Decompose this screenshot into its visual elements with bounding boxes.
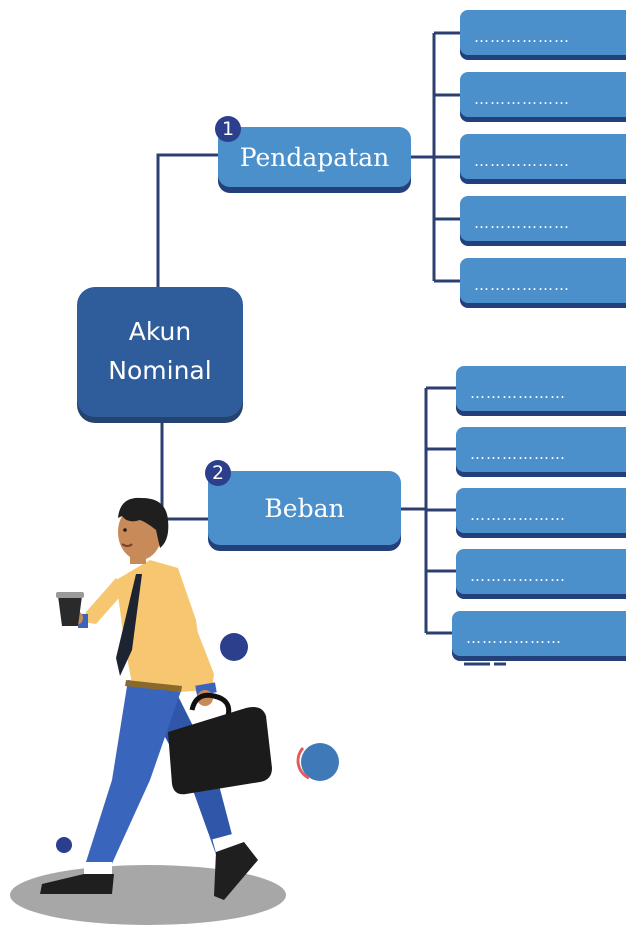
leaf-placeholder: ……………… [456, 549, 626, 594]
root-label-line1: Akun [128, 317, 192, 347]
leaf-placeholder: ……………… [460, 10, 626, 55]
leaf-placeholder: ……………… [460, 134, 626, 179]
branch-node-beban: Beban [208, 471, 401, 545]
decor-dot [301, 743, 339, 781]
number-badge: 2 [205, 460, 231, 486]
root-node-akun-nominal: Akun Nominal [77, 287, 243, 417]
root-label-line2: Nominal [108, 356, 212, 385]
shoe [214, 842, 258, 900]
branch-label: Pendapatan [239, 142, 390, 172]
leaf-placeholder: ……………… [460, 258, 626, 303]
decor-dot [220, 633, 248, 661]
coffee-cup-icon [58, 596, 82, 626]
leaf-placeholder: ……………… [460, 196, 626, 241]
leaf-placeholder: ……………… [460, 72, 626, 117]
leaf-placeholder: ……………… [456, 427, 626, 472]
briefcase-icon [168, 707, 272, 795]
tie [116, 574, 142, 676]
leaf-placeholder: ……………… [456, 366, 626, 411]
number-badge: 1 [215, 116, 241, 142]
shoe [40, 874, 114, 894]
branch-label: Beban [264, 493, 345, 523]
hair [118, 497, 169, 548]
decor-dot [56, 837, 72, 853]
branch-node-pendapatan: Pendapatan [218, 127, 411, 187]
leaf-placeholder: ……………… [452, 611, 626, 656]
leaf-placeholder: ……………… [456, 488, 626, 533]
